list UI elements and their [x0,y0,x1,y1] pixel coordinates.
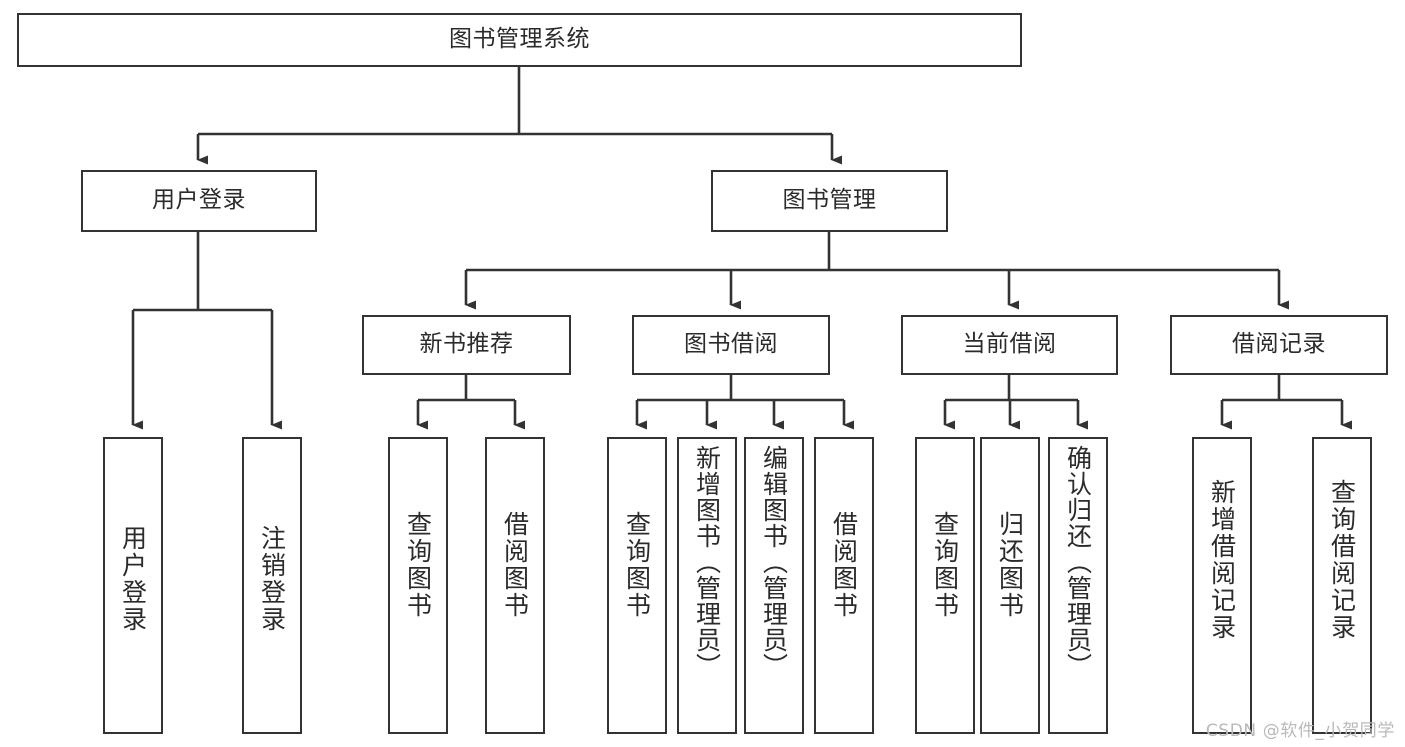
leaf-query-borrow-record[interactable]: 查询借阅记录 [1312,437,1372,734]
node-label: 借阅图书 [500,511,530,619]
node-label: 查询图书 [622,511,652,619]
node-new-book-recommend[interactable]: 新书推荐 [362,315,571,375]
leaf-user-login[interactable]: 用户登录 [103,437,163,734]
node-book-borrow[interactable]: 图书借阅 [632,315,830,375]
leaf-query-book-borrow[interactable]: 查询图书 [607,437,667,734]
leaf-confirm-return[interactable]: 确认归还（管理员） [1048,437,1108,734]
node-label: 查询图书 [930,511,960,619]
node-book-management[interactable]: 图书管理 [711,170,948,232]
leaf-edit-book[interactable]: 编辑图书（管理员） [744,437,804,734]
node-label: 借阅图书 [829,511,859,619]
leaf-query-book-recommend[interactable]: 查询图书 [388,437,448,734]
leaf-borrow-book-recommend[interactable]: 借阅图书 [485,437,545,734]
node-label: 图书借阅 [684,331,778,358]
node-current-borrow[interactable]: 当前借阅 [901,315,1118,375]
leaf-logout-login[interactable]: 注销登录 [242,437,302,734]
node-borrow-record[interactable]: 借阅记录 [1170,315,1388,375]
node-label: 注销登录 [257,525,287,633]
node-label: 新增图书（管理员） [692,445,722,679]
node-label: 新增借阅记录 [1207,479,1237,641]
node-label: 查询图书 [403,511,433,619]
watermark-text: CSDN @软件_小贺同学 [1205,721,1395,741]
node-label: 编辑图书（管理员） [759,445,789,679]
node-user-login[interactable]: 用户登录 [81,170,317,232]
node-root-system[interactable]: 图书管理系统 [17,13,1022,67]
node-label: 新书推荐 [419,331,514,358]
leaf-borrow-book[interactable]: 借阅图书 [814,437,874,734]
node-label: 用户登录 [118,525,148,633]
node-label: 归还图书 [995,511,1025,619]
leaf-return-book[interactable]: 归还图书 [980,437,1040,734]
node-label: 查询借阅记录 [1327,479,1357,641]
node-label: 图书管理 [782,187,877,214]
node-label: 确认归还（管理员） [1063,445,1093,679]
leaf-add-borrow-record[interactable]: 新增借阅记录 [1192,437,1252,734]
node-label: 当前借阅 [962,331,1057,358]
leaf-query-book-current[interactable]: 查询图书 [915,437,975,734]
node-label: 借阅记录 [1232,331,1326,358]
node-label: 用户登录 [152,187,246,214]
leaf-add-book[interactable]: 新增图书（管理员） [677,437,737,734]
node-label: 图书管理系统 [449,26,590,53]
